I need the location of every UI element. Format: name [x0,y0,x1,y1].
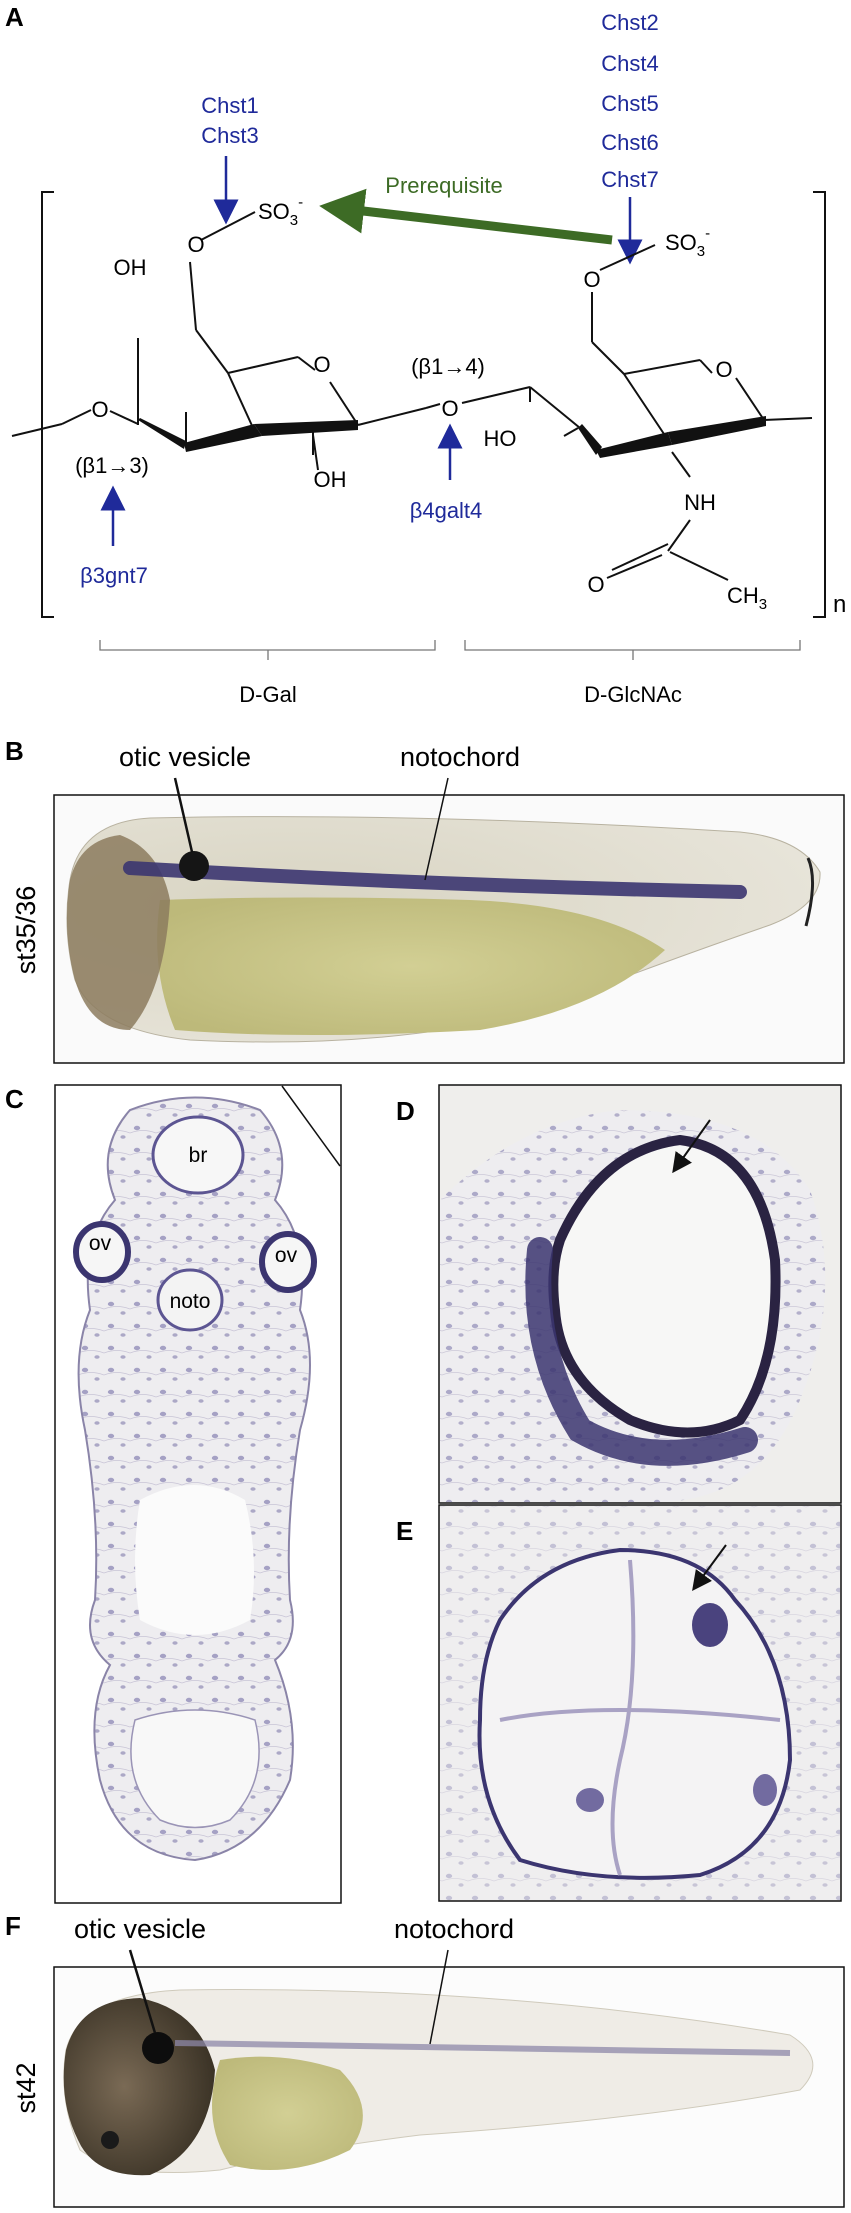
embryo-b-yolk [157,897,665,1035]
prerequisite-label: Prerequisite [385,173,502,198]
brace-glcnac [464,640,801,660]
panel-e-nucleus-3 [576,1788,604,1812]
enzyme-b3gnt7: β3gnt7 [80,563,148,588]
embryo-f-otic-vesicle [142,2032,174,2064]
panel-f-letter: F [5,1911,21,1941]
panel-b: B otic vesicle notochord st35/36 [5,736,845,1064]
gal-oh-top: OH [114,255,147,280]
section-c-ov-left [73,1221,131,1283]
panel-f-otic-label: otic vesicle [74,1914,206,1944]
panel-f: F otic vesicle notochord st42 [5,1911,845,2208]
panel-a-letter: A [5,2,24,32]
embryo-b-notochord [123,861,747,899]
link-beta14: (β1→4) [411,354,485,379]
panel-e-nucleus-2 [753,1774,777,1806]
panel-e-vacuole-divider [610,1559,636,1876]
panel-d-stained-epithelium [525,1237,758,1466]
panel-e-vacuole-divider-h [499,1708,781,1722]
embryo-b-head [66,835,170,1030]
label-ov-left: ov [89,1232,112,1255]
enzyme-chst5: Chst5 [601,91,658,116]
gal-wedge-right [254,420,358,436]
glcnac-c3-bond [563,427,579,437]
glcnac-ho: HO [484,426,517,451]
panel-b-otic-pointer [173,777,194,853]
panel-d-letter: D [396,1096,415,1126]
panel-f-notochord-label: notochord [394,1914,514,1944]
enzyme-chst3: Chst3 [201,123,258,148]
gal-oh-bottom: OH [314,467,347,492]
enzyme-chst1: Chst1 [201,93,258,118]
panel-a: A n Chst1 Chst3 Chst2 Chst4 Chst5 Chst6 … [5,2,846,707]
link-beta13: (β1→3) [75,453,149,478]
embryo-b-tail-tip [804,857,815,927]
glcnac-c4-bond [623,373,669,441]
label-ov-right: ov [275,1244,298,1267]
left-bracket [41,191,54,618]
panel-d: D [396,1084,842,1504]
embryo-f-eye [101,2131,119,2149]
enzyme-chst4: Chst4 [601,51,658,76]
repeat-n: n [833,591,846,618]
section-c-noto [156,1268,224,1332]
panel-c-corner-line [281,1085,341,1167]
galactose-ring [11,211,441,471]
so3-right: SO3- [665,225,710,260]
enzyme-chst2: Chst2 [601,10,658,35]
panel-e: E [396,1504,842,1902]
embryo-f-notochord [174,2040,791,2056]
panel-d-otic-vesicle [548,1134,781,1438]
gal-wedge-bottom [184,424,262,452]
panel-e-nucleus-1 [692,1603,728,1647]
prerequisite-arrow [319,188,613,245]
glcnac-o6: O [583,267,600,292]
glcnac-nh: NH [684,490,716,515]
panel-d-arrow [672,1119,711,1174]
panel-b-notochord-label: notochord [400,742,520,772]
section-c-gut-lumen [135,1485,254,1635]
enzyme-chst7: Chst7 [601,167,658,192]
glcnac-ring-o: O [715,357,732,382]
embryo-b-otic-vesicle [179,851,209,881]
gal-ring-o: O [313,352,330,377]
gal-o6: O [187,232,204,257]
enzyme-chst6: Chst6 [601,130,658,155]
panel-f-notochord-pointer [429,1949,449,2045]
glcnac-carbonyl-o: O [587,572,604,597]
brace-gal [99,640,436,660]
panel-b-otic-label: otic vesicle [119,742,251,772]
panel-f-otic-pointer [128,1949,157,2034]
right-bracket [813,191,826,618]
enzyme-b4galt4: β4galt4 [410,498,483,523]
section-c-brain [151,1115,245,1195]
sugar-glcnac-label: D-GlcNAc [584,682,682,707]
glycosidic-bond [461,386,531,404]
label-br: br [189,1144,208,1167]
panel-e-letter: E [396,1516,413,1546]
embryo-f-yolk [212,2056,363,2170]
panel-c-letter: C [5,1084,24,1114]
glcnac-wedge-left [578,424,602,455]
gal-c4-bond [227,372,255,431]
glcnac-ch3: CH3 [727,583,767,613]
so3-left: SO3- [258,194,303,229]
glcnac-ring [529,244,813,581]
glcnac-wedge-bottom [596,432,672,458]
panel-b-notochord-pointer [424,777,449,881]
panel-c: C br ov ov noto [5,1084,342,1904]
glcnac-wedge-right [668,416,766,445]
panel-b-stage-label: st35/36 [11,886,41,975]
panel-f-stage-label: st42 [11,2062,41,2113]
label-noto: noto [170,1290,211,1313]
glycosidic-o: O [441,396,458,421]
section-c-lower-loop [130,1709,260,1829]
sugar-gal-label: D-Gal [239,682,296,707]
gal-wedge-left [138,418,186,449]
panel-b-letter: B [5,736,24,766]
gal-o3: O [91,397,108,422]
panel-e-arrow [692,1544,727,1592]
section-c-ov-right [259,1231,317,1293]
